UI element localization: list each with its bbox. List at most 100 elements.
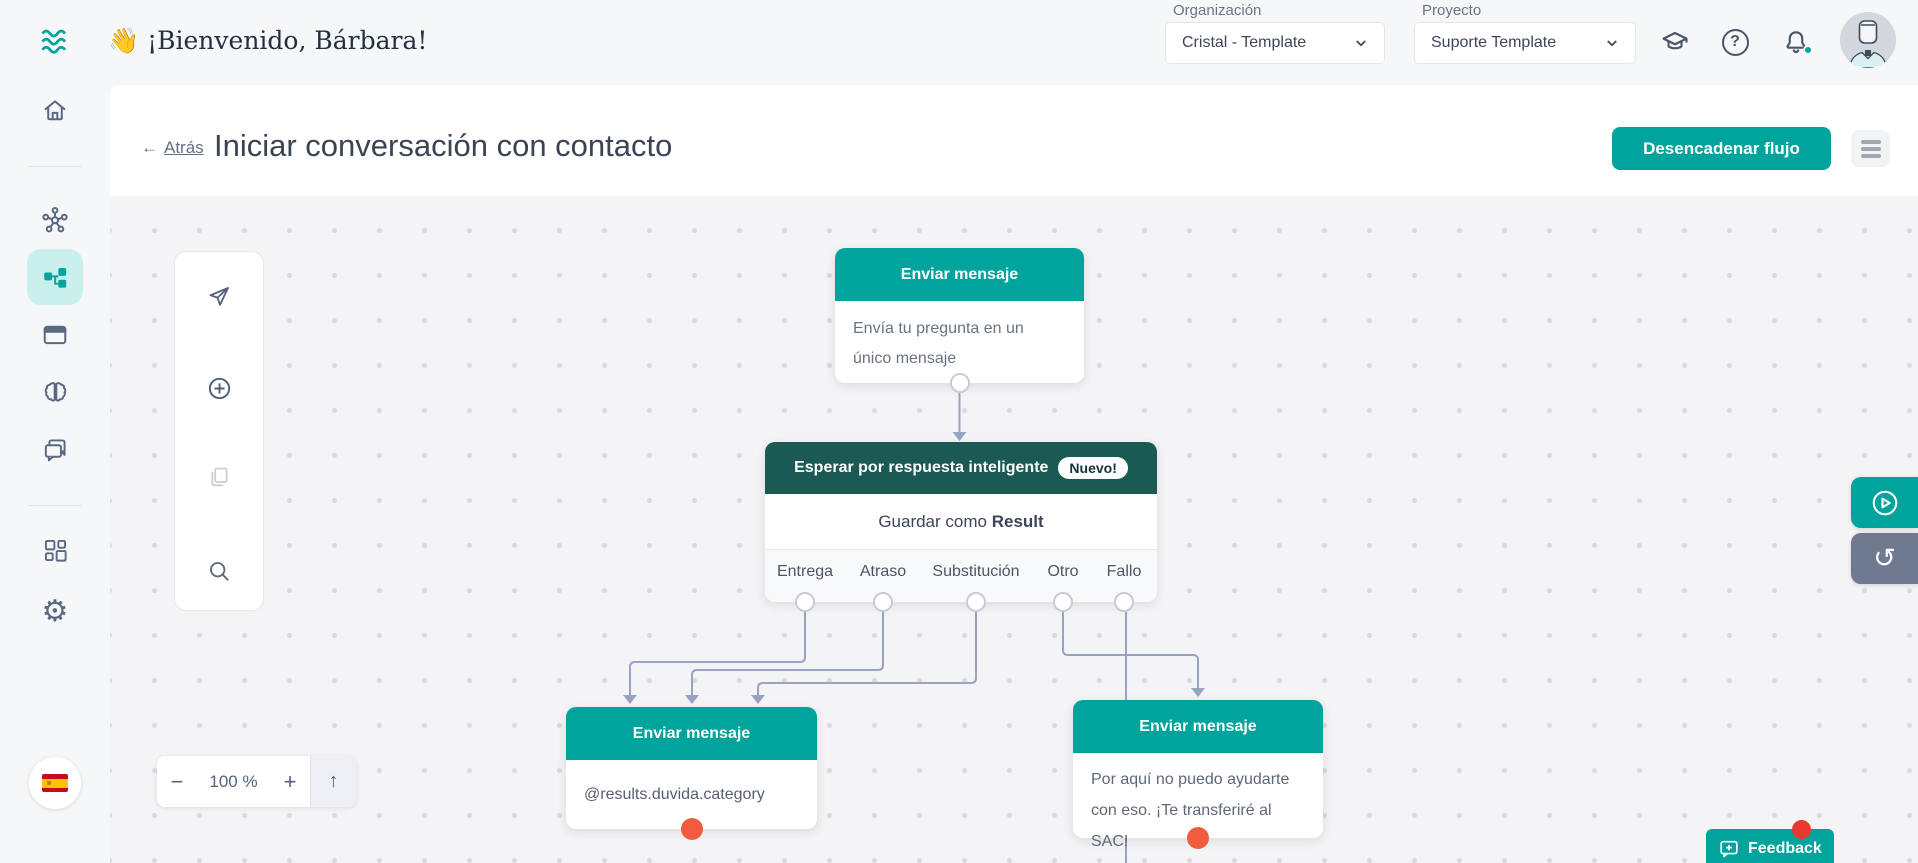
node-body-text: Envía tu pregunta en un único mensaje — [853, 320, 1024, 367]
zoom-controls: − 100 % + ↑ — [157, 756, 356, 807]
category-atraso: Atraso — [859, 563, 907, 580]
apps-icon — [44, 539, 67, 562]
academy-button[interactable] — [1659, 26, 1691, 58]
chevron-down-icon — [1356, 40, 1366, 47]
flows-icon — [43, 267, 66, 288]
node-body-text: @results.duvida.category — [584, 786, 765, 803]
sidebar-item-brain[interactable] — [27, 364, 83, 420]
waves-logo-icon — [41, 29, 67, 54]
welcome-text: ¡Bienvenido, Bárbara! — [147, 26, 428, 55]
gear-icon: ⚙ — [41, 594, 69, 629]
sidebar-item-home[interactable] — [27, 82, 83, 138]
wave-emoji: 👋 — [108, 26, 140, 55]
node-body-text: Por aquí no puedo ayudarte con eso. ¡Te … — [1091, 771, 1290, 850]
sidebar-item-chat[interactable] — [27, 421, 83, 477]
zoom-in-button[interactable]: + — [270, 769, 310, 795]
bell-icon — [1786, 31, 1806, 54]
sidebar-item-apps[interactable] — [27, 522, 83, 578]
node-categories: Entrega Atraso Substitución Otro Fallo — [765, 549, 1157, 602]
feedback-button[interactable]: Feedback — [1706, 829, 1834, 863]
result-name: Result — [991, 512, 1044, 531]
exit-port-substitucion[interactable] — [966, 592, 986, 612]
sidebar-item-window[interactable] — [27, 307, 83, 363]
send-cursor-icon — [209, 287, 229, 306]
back-label: Atrás — [164, 138, 204, 157]
issue-dot[interactable] — [1187, 827, 1209, 849]
back-arrow-icon: ← — [141, 138, 158, 157]
category-otro: Otro — [1047, 563, 1079, 580]
category-fallo: Fallo — [1106, 563, 1142, 580]
copy-button[interactable] — [197, 455, 241, 499]
question-mark-icon: ? — [1721, 28, 1749, 56]
exit-port-atraso[interactable] — [873, 592, 893, 612]
node-wait-smart-response[interactable]: Esperar por respuesta inteligente Nuevo!… — [765, 442, 1157, 612]
notifications-button[interactable] — [1780, 26, 1813, 58]
flow-options-button[interactable] — [1851, 130, 1890, 167]
help-button[interactable]: ? — [1719, 26, 1751, 58]
history-button[interactable]: ↺ — [1851, 533, 1918, 584]
search-tool-button[interactable] — [197, 549, 241, 593]
sidebar-item-settings[interactable]: ⚙ — [27, 584, 83, 640]
user-avatar[interactable] — [1840, 12, 1896, 68]
exit-port-entrega[interactable] — [795, 592, 815, 612]
exit-port[interactable] — [949, 373, 970, 393]
play-circle-icon — [1872, 490, 1897, 515]
category-entrega: Entrega — [776, 563, 834, 580]
exit-port-otro[interactable] — [1053, 592, 1073, 612]
flow-subheader: ← Atrás Iniciar conversación con contacto… — [110, 85, 1918, 196]
copy-icon — [211, 467, 228, 487]
feedback-label: Feedback — [1748, 840, 1822, 857]
zoom-out-button[interactable]: − — [157, 769, 197, 795]
organization-select-group: Organización Cristal - Template — [1165, 2, 1385, 64]
node-title: Esperar por respuesta inteligente — [794, 459, 1049, 476]
node-header[interactable]: Enviar mensaje — [1073, 700, 1323, 753]
history-icon: ↺ — [1873, 543, 1896, 574]
select-tool-button[interactable] — [197, 275, 241, 319]
zoom-level: 100 % — [209, 771, 258, 791]
node-send-message-3[interactable]: Enviar mensaje Por aquí no puedo ayudart… — [1073, 700, 1323, 850]
project-label: Proyecto — [1422, 2, 1482, 19]
page-title: Iniciar conversación con contacto — [214, 128, 673, 163]
feedback-notification-dot — [1792, 820, 1811, 839]
node-header[interactable]: Esperar por respuesta inteligente Nuevo! — [765, 442, 1157, 494]
app-logo[interactable] — [40, 26, 70, 56]
reset-view-button[interactable]: ↑ — [310, 756, 356, 807]
add-node-button[interactable] — [197, 366, 241, 410]
avatar-person-icon — [1840, 12, 1896, 68]
plus-circle-icon — [208, 377, 230, 399]
graduation-cap-icon — [1662, 31, 1688, 50]
sidebar-item-hub[interactable] — [27, 192, 83, 248]
node-send-message-1[interactable]: Enviar mensaje Envía tu pregunta en un ú… — [835, 248, 1084, 393]
canvas-toolbar — [174, 251, 264, 611]
exit-port-fallo[interactable] — [1114, 592, 1134, 612]
language-selector[interactable] — [29, 757, 81, 809]
category-substitucion: Substitución — [932, 563, 1020, 580]
sidebar-divider — [28, 166, 82, 167]
back-link[interactable]: ← Atrás — [141, 138, 204, 158]
project-value: Suporte Template — [1431, 34, 1557, 51]
node-header[interactable]: Enviar mensaje — [566, 707, 817, 760]
project-select[interactable]: Suporte Template — [1414, 22, 1636, 64]
sidebar-divider — [28, 505, 82, 506]
notification-dot — [1803, 45, 1813, 55]
sidebar-item-flows[interactable] — [27, 249, 83, 305]
window-icon — [43, 325, 67, 345]
hub-icon — [42, 207, 68, 233]
new-badge: Nuevo! — [1058, 456, 1128, 480]
organization-label: Organización — [1173, 2, 1262, 19]
trigger-flow-button[interactable]: Desencadenar flujo — [1612, 127, 1831, 170]
home-icon — [44, 100, 66, 121]
simulator-button[interactable] — [1851, 477, 1918, 528]
node-send-message-2[interactable]: Enviar mensaje @results.duvida.category — [566, 707, 817, 840]
chevron-down-icon — [1607, 40, 1617, 47]
organization-select[interactable]: Cristal - Template — [1165, 22, 1385, 64]
node-body-text: Guardar como Result — [878, 512, 1044, 531]
node-header[interactable]: Enviar mensaje — [835, 248, 1084, 301]
welcome-message: 👋 ¡Bienvenido, Bárbara! — [108, 26, 427, 56]
brain-icon — [44, 381, 66, 402]
flow-canvas[interactable]: Enviar mensaje Envía tu pregunta en un ú… — [110, 196, 1918, 863]
organization-value: Cristal - Template — [1182, 34, 1307, 51]
feedback-bubble-icon — [1720, 840, 1738, 858]
spain-flag-icon — [42, 774, 68, 792]
issue-dot[interactable] — [680, 818, 703, 840]
